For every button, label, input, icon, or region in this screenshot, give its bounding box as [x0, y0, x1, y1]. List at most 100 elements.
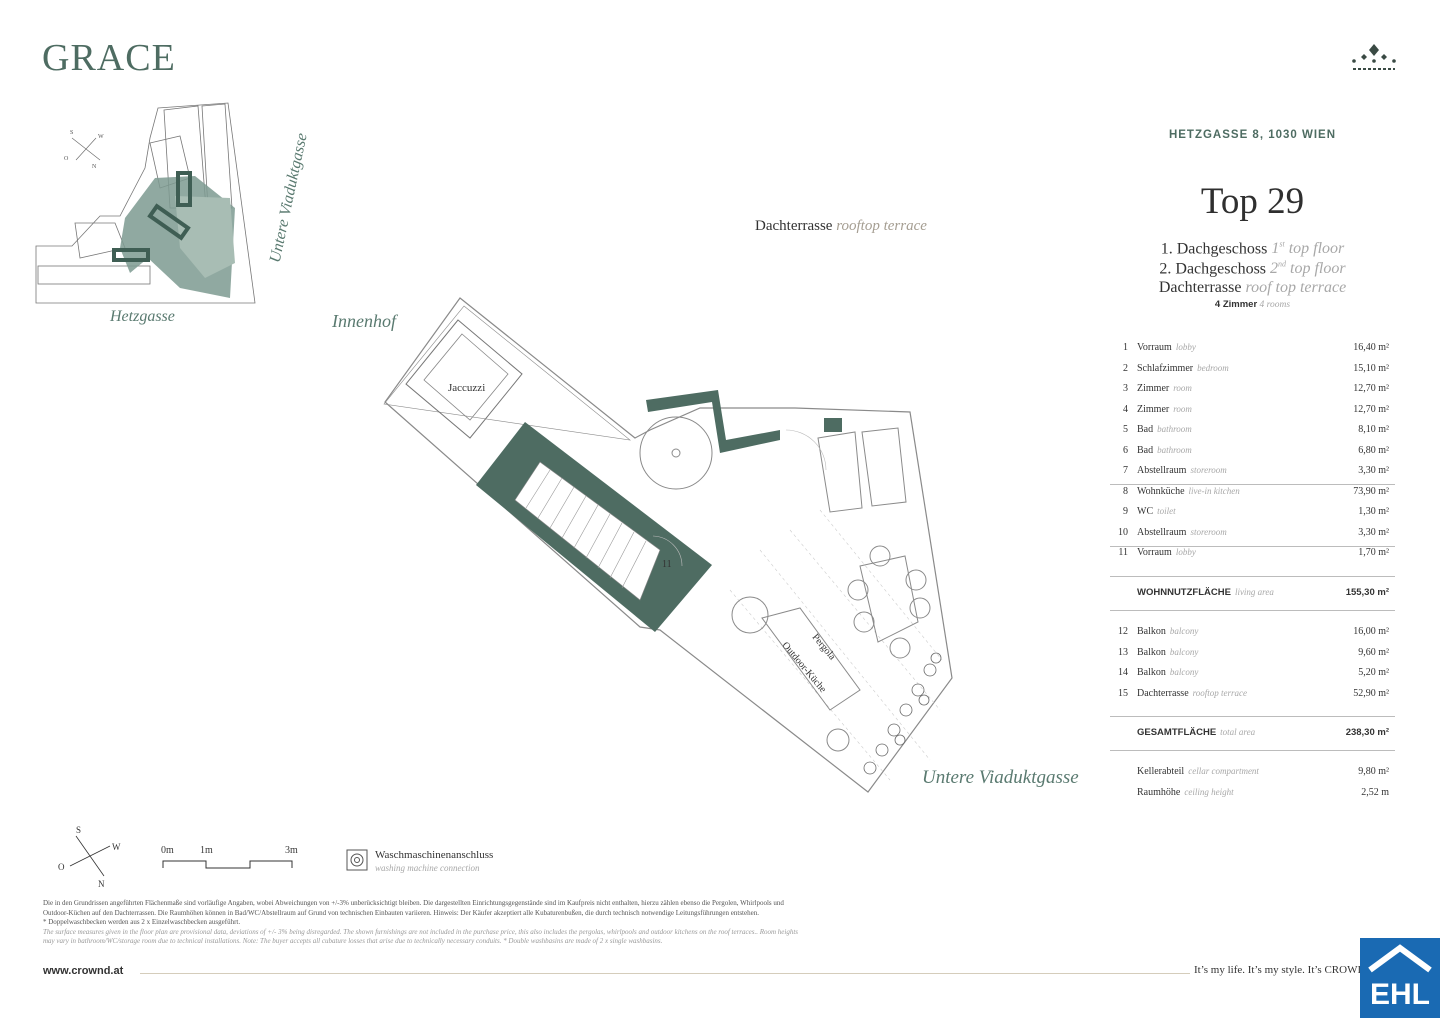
table-divider — [1110, 716, 1395, 717]
grace-logo: GRACE — [42, 37, 176, 79]
row-area: 8,10 m² — [1358, 424, 1389, 435]
key-plan: S W O N — [35, 102, 256, 304]
table-divider — [1110, 545, 1395, 547]
room-11-label: 11 — [662, 559, 672, 570]
row-area: 1,70 m² — [1358, 547, 1389, 558]
row-area: 1,30 m² — [1358, 506, 1389, 517]
row-area: 12,70 m² — [1353, 403, 1389, 415]
washer-legend: Waschmaschinenanschluss washing machine … — [375, 849, 494, 873]
row-number: 11 — [1118, 547, 1128, 558]
key-compass-s: S — [70, 130, 73, 136]
row-number: 5 — [1123, 424, 1128, 435]
innenhof-label: Innenhof — [332, 311, 396, 331]
ehl-logo — [1360, 938, 1440, 1018]
row-number: 13 — [1118, 646, 1128, 658]
row-area: 3,30 m² — [1358, 465, 1389, 476]
street-label-main: Untere Viaduktgasse — [922, 767, 1079, 788]
jaccuzzi-label: Jaccuzzi — [448, 382, 486, 394]
row-area: 52,90 m² — [1353, 687, 1389, 699]
ehl-house-icon — [1368, 944, 1432, 973]
table-divider — [1110, 484, 1395, 485]
svg-text:S: S — [76, 825, 81, 835]
row-number: 9 — [1123, 506, 1128, 517]
scale-bar — [162, 860, 293, 869]
address: HETZGASSE 8, 1030 WIEN — [1168, 129, 1337, 141]
unit-title: Top 29 — [1200, 181, 1305, 222]
row-area: 9,60 m² — [1358, 646, 1389, 658]
washing-machine-connection-icon — [346, 849, 368, 871]
terrace-heading: Dachterrasse rooftop terrace — [755, 218, 927, 234]
key-compass-n: N — [92, 164, 97, 170]
row-area: 2,52 m — [1361, 786, 1389, 798]
svg-text:W: W — [112, 842, 121, 852]
footer-tagline: It’s my life. It’s my style. It’s CROWI — [1194, 964, 1362, 976]
row-area: 3,30 m² — [1358, 526, 1389, 538]
row-number: 4 — [1123, 403, 1128, 415]
table-divider — [1110, 576, 1395, 577]
row-area: 155,30 m² — [1345, 587, 1389, 598]
row-area: 238,30 m² — [1345, 727, 1389, 738]
key-street-bottom: Hetzgasse — [110, 308, 175, 325]
table-divider — [1110, 610, 1395, 611]
row-area: 73,90 m² — [1353, 485, 1389, 497]
floor-line-1: 1. Dachgeschoss 1st top floor — [1160, 240, 1345, 258]
row-area: 9,80 m² — [1358, 766, 1389, 777]
floor-line-3: Dachterrasse roof top terrace — [1158, 279, 1347, 296]
floor-line-2: 2. Dachgeschoss 2nd top floor — [1159, 260, 1346, 278]
svg-text:N: N — [98, 879, 105, 889]
row-area: 15,10 m² — [1353, 362, 1389, 374]
crown-logo-icon — [1352, 44, 1396, 70]
key-compass-o: O — [64, 156, 69, 162]
row-area: 6,80 m² — [1358, 444, 1389, 456]
row-area: 12,70 m² — [1353, 383, 1389, 394]
ehl-logo-text: EHL — [1370, 978, 1430, 1011]
row-number: 7 — [1123, 465, 1128, 476]
row-number: 2 — [1123, 362, 1128, 374]
key-compass-w: W — [98, 134, 104, 140]
row-area: 16,00 m² — [1353, 626, 1389, 637]
rooftop-floor-plan — [383, 297, 953, 793]
disclaimer: Die in den Grundrissen angeführten Fläch… — [43, 899, 799, 945]
row-area: 16,40 m² — [1353, 342, 1389, 353]
rooms-count: 4 Zimmer 4 rooms — [1214, 299, 1291, 310]
row-number: 6 — [1123, 444, 1128, 456]
row-number: 12 — [1118, 626, 1128, 637]
footer-divider — [140, 973, 1190, 974]
footer-url-link[interactable]: www.crownd.at — [43, 965, 124, 977]
svg-text:O: O — [58, 862, 65, 872]
row-number: 15 — [1118, 687, 1128, 699]
row-number: 1 — [1123, 342, 1128, 353]
